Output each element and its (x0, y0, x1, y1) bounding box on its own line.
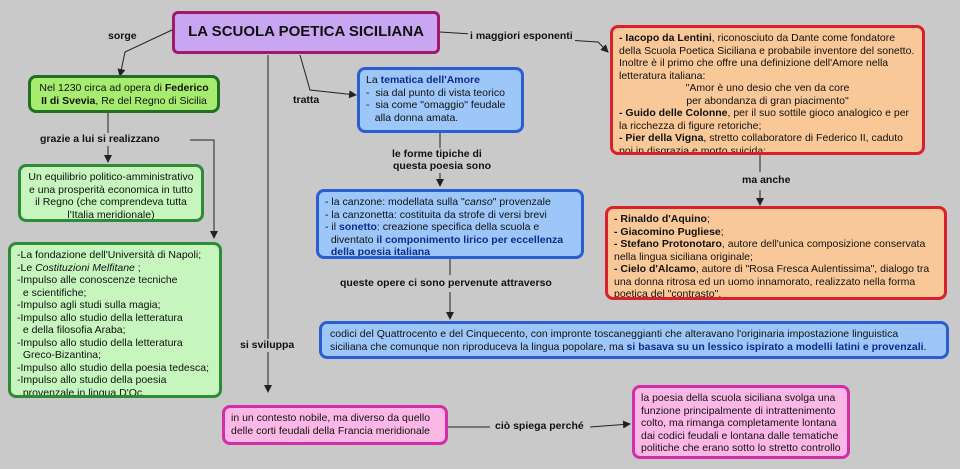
node-equilibrio: Un equilibrio politico-amministrativo e … (18, 164, 204, 222)
realizzazioni-item: e della filosofia Araba; (17, 324, 126, 336)
node-contesto: in un contesto nobile, ma diverso da que… (222, 405, 448, 445)
realizzazioni-item: -Impulso allo studio della poesia (17, 374, 167, 386)
realizzazioni-item: e scientifiche; (17, 286, 87, 299)
label-grazie: grazie a lui si realizzano (38, 133, 162, 146)
realizzazioni-item: ; (134, 261, 141, 274)
forme-canso: canso (464, 196, 493, 208)
altro-name: - Cielo d'Alcamo (614, 263, 696, 275)
label-spiega: ciò spiega perché (493, 420, 586, 433)
altro-text: ; (706, 213, 710, 225)
realizzazioni-item: -La fondazione dell'Università di Napoli… (17, 249, 202, 261)
altro-text: , autore di "Rosa Fresca Aulentissima", … (614, 263, 930, 300)
realizzazioni-item: -Impulso allo studio della poesia tedesc… (17, 361, 210, 374)
esponente-quote: per abondanza di gran piacimento" (686, 94, 849, 107)
node-amore: La tematica dell'Amore - sia dal punto d… (357, 67, 524, 133)
altro-name: - Stefano Protonotaro (614, 238, 722, 250)
forme-sonetto: sonetto (339, 221, 377, 233)
codici-text: codici del Quattrocento e del Cinquecent… (330, 328, 899, 353)
connector-sorge (117, 29, 173, 77)
codici-end: . (923, 340, 927, 353)
connector-tratta (299, 54, 357, 99)
label-maggiori-esponenti: i maggiori esponenti (468, 30, 575, 43)
node-forme: - la canzone: modellata sulla "canso" pr… (316, 189, 584, 259)
forme-bold: della poesia italiana (325, 246, 431, 258)
connector-grazie-realizzazioni (190, 139, 218, 239)
realizzazioni-item: provenzale in lingua D'Oc. (17, 386, 146, 398)
amore-bold: tematica dell'Amore (380, 74, 480, 86)
esponente-name: - Iacopo da Lentini (619, 32, 712, 44)
node-federico: Nel 1230 circa ad opera di Federico II d… (28, 75, 220, 113)
esponente-text: , stretto collaboratore di Federico II, … (619, 132, 904, 155)
funzione-text: la poesia della scuola siciliana svolga … (641, 392, 841, 456)
page-title-text: LA SCUOLA POETICA SICILIANA (188, 23, 424, 41)
esponente-name: - Pier della Vigna (619, 132, 704, 144)
connector-spiega (589, 420, 631, 429)
label-sviluppa: si sviluppa (238, 339, 297, 352)
forme-line: " provenzale (492, 196, 551, 208)
forme-bold: il componimento lirico per eccellenza (376, 233, 564, 246)
realizzazioni-item: Greco-Bizantina; (17, 349, 102, 361)
label-sorge: sorge (106, 30, 139, 43)
amore-pre: La (366, 74, 381, 86)
label-tratta: tratta (291, 94, 322, 107)
page-title: LA SCUOLA POETICA SICILIANA (172, 11, 440, 54)
amore-line: - sia dal punto di vista teorico (366, 86, 505, 99)
realizzazioni-item: -Impulso alle conoscenze tecniche (17, 274, 178, 286)
contesto-text: in un contesto nobile, ma diverso da que… (231, 412, 431, 437)
label-ma-anche: ma anche (740, 174, 793, 187)
realizzazioni-item: -Le (17, 261, 36, 274)
node-esponenti: - Iacopo da Lentini, riconosciuto da Dan… (610, 25, 925, 155)
realizzazioni-item: -Impulso allo studio della letteratura (17, 311, 183, 324)
federico-post: , Re del Regno di Sicilia (95, 94, 207, 107)
federico-pre: Nel 1230 circa ad opera di (39, 82, 165, 94)
realizzazioni-item: -Impulso allo studio della letteratura (17, 336, 183, 349)
forme-line: - la canzone: modellata sulla " (325, 196, 465, 208)
realizzazioni-item: Costituzioni Melfitane (35, 261, 135, 274)
esponente-name: - Guido delle Colonne (619, 107, 728, 119)
amore-line: - sia come "omaggio" feudale (366, 99, 506, 111)
label-forme-2: questa poesia sono (391, 160, 494, 173)
amore-line: alla donna amata. (366, 111, 459, 124)
forme-line: - la canzonetta: costituita da strofe di… (325, 208, 547, 221)
altro-name: - Rinaldo d'Aquino (614, 213, 707, 225)
esponente-quote: "Amor è uno desio che ven da core (685, 82, 850, 94)
realizzazioni-item: -Impulso agli studi sulla magia; (17, 299, 161, 311)
altro-name: - Giacomino Pugliese (614, 225, 721, 238)
equilibrio-text: Un equilibrio politico-amministrativo e … (28, 171, 194, 221)
node-codici: codici del Quattrocento e del Cinquecent… (319, 321, 949, 359)
forme-line: diventato (325, 233, 377, 246)
forme-line: - il (325, 221, 339, 233)
node-funzione: la poesia della scuola siciliana svolga … (632, 385, 850, 459)
esponente-text: , per il suo sottile gioco analogico e p… (619, 107, 910, 132)
altro-text: ; (720, 225, 724, 238)
node-altri-esponenti: - Rinaldo d'Aquino; - Giacomino Pugliese… (605, 206, 947, 300)
forme-line: : creazione specifica della scuola e (376, 221, 540, 233)
esponente-text: , riconosciuto da Dante come fondatore d… (619, 32, 915, 82)
node-realizzazioni: -La fondazione dell'Università di Napoli… (8, 242, 222, 398)
label-pervenute: queste opere ci sono pervenute attravers… (338, 277, 554, 290)
federico-name: Federico II di Svevia (41, 82, 209, 107)
codici-bold: si basava su un lessico ispirato a model… (626, 340, 924, 353)
altro-text: , autore dell'unica composizione conserv… (614, 238, 926, 263)
label-forme-1: le forme tipiche di (390, 148, 484, 161)
